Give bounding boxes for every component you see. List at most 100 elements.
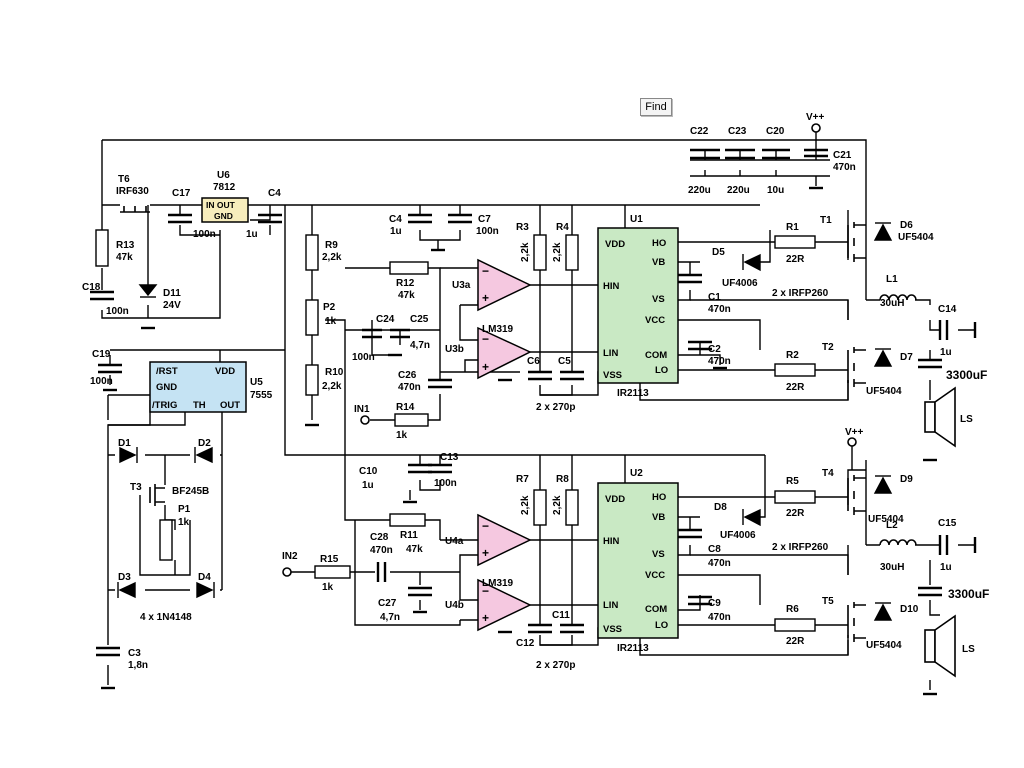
svg-text:/RST: /RST (156, 366, 178, 377)
svg-text:100n: 100n (193, 229, 216, 240)
svg-text:1k: 1k (322, 582, 334, 593)
terminals (282, 123, 857, 577)
svg-text:OUT: OUT (220, 400, 240, 411)
svg-text:C26: C26 (398, 370, 417, 381)
svg-text:1u: 1u (362, 480, 374, 491)
ground-symbols (99, 186, 939, 696)
u6-value: 7812 (213, 182, 236, 193)
svg-text:C20: C20 (766, 126, 785, 137)
svg-text:COM: COM (645, 604, 667, 615)
comparator-u3b: −+ (477, 326, 532, 380)
svg-text:VB: VB (652, 512, 665, 523)
svg-text:D1: D1 (118, 438, 131, 449)
svg-text:2,2k: 2,2k (322, 252, 342, 263)
svg-text:R3: R3 (516, 222, 529, 233)
svg-text:4,7n: 4,7n (380, 612, 400, 623)
svg-text:LIN: LIN (603, 348, 618, 359)
svg-text:D11: D11 (163, 288, 181, 299)
svg-text:C12: C12 (516, 638, 535, 649)
svg-text:C27: C27 (378, 598, 397, 609)
svg-text:VDD: VDD (605, 494, 625, 505)
driver-ic-u2: VDD HO VB HIN VS VCC LIN COM VSS LO (597, 482, 679, 639)
svg-text:C25: C25 (410, 314, 429, 325)
u4b-label: U4b (445, 600, 464, 611)
svg-text:UF5404: UF5404 (868, 514, 904, 525)
svg-text:GND: GND (214, 211, 233, 221)
lm319b-label: LM319 (482, 578, 514, 589)
svg-text:1u: 1u (940, 347, 952, 358)
u1-value: IR2113 (617, 388, 649, 399)
vpp-label-2: V++ (845, 427, 864, 438)
svg-text:30uH: 30uH (880, 562, 904, 573)
svg-text:470n: 470n (370, 545, 393, 556)
resistor-bodies (95, 229, 816, 632)
svg-text:C24: C24 (376, 314, 395, 325)
svg-text:2 x 270p: 2 x 270p (536, 660, 575, 671)
svg-text:C23: C23 (728, 126, 747, 137)
svg-text:2,2k: 2,2k (322, 381, 342, 392)
find-button[interactable]: Find (640, 98, 672, 116)
svg-text:C4: C4 (389, 214, 402, 225)
svg-text:+: + (482, 546, 489, 560)
svg-text:VSS: VSS (603, 624, 622, 635)
u5-label: U5 (250, 377, 263, 388)
svg-text:2,2k: 2,2k (552, 242, 563, 262)
wires (101, 130, 975, 690)
u1-label: U1 (630, 214, 643, 225)
svg-text:R15: R15 (320, 554, 339, 565)
svg-text:LS: LS (960, 414, 973, 425)
svg-text:LS: LS (962, 644, 975, 655)
svg-text:+: + (482, 611, 489, 625)
svg-text:IN2: IN2 (282, 551, 298, 562)
svg-text:R1: R1 (786, 222, 799, 233)
comparator-u4b: −+ (477, 578, 532, 632)
u2-value: IR2113 (617, 643, 649, 654)
svg-text:HIN: HIN (603, 281, 620, 292)
svg-text:COM: COM (645, 350, 667, 361)
svg-text:VDD: VDD (215, 366, 235, 377)
svg-text:C1: C1 (708, 292, 721, 303)
svg-text:T5: T5 (822, 596, 834, 607)
svg-text:22R: 22R (786, 382, 805, 393)
svg-text:T1: T1 (820, 215, 832, 226)
svg-text:GND: GND (156, 382, 177, 393)
svg-text:22R: 22R (786, 636, 805, 647)
u2-label: U2 (630, 468, 643, 479)
regulator-u6: IN OUT GND (201, 197, 249, 223)
svg-text:2,2k: 2,2k (552, 495, 563, 515)
capacitor-plates (90, 148, 949, 657)
svg-text:47k: 47k (116, 252, 133, 263)
svg-text:C18: C18 (82, 282, 101, 293)
svg-text:470n: 470n (833, 162, 856, 173)
svg-text:C2: C2 (708, 344, 721, 355)
comparator-u3a: −+ (477, 258, 532, 312)
svg-text:C6: C6 (527, 356, 540, 367)
svg-text:220u: 220u (688, 185, 711, 196)
svg-text:IN1: IN1 (354, 404, 370, 415)
svg-text:IN OUT: IN OUT (206, 200, 236, 210)
svg-text:R7: R7 (516, 474, 529, 485)
svg-text:HO: HO (652, 238, 666, 249)
svg-text:1k: 1k (396, 430, 408, 441)
u5-value: 7555 (250, 390, 273, 401)
svg-text:C5: C5 (558, 356, 571, 367)
svg-text:C4: C4 (268, 188, 281, 199)
svg-text:C19: C19 (92, 349, 111, 360)
svg-text:100n: 100n (106, 306, 129, 317)
svg-text:220u: 220u (727, 185, 750, 196)
svg-text:VDD: VDD (605, 239, 625, 250)
svg-text:−: − (482, 264, 489, 278)
svg-text:R5: R5 (786, 476, 799, 487)
svg-text:D3: D3 (118, 572, 131, 583)
svg-text:UF4006: UF4006 (722, 278, 758, 289)
lm319a-label: LM319 (482, 324, 514, 335)
svg-text:R6: R6 (786, 604, 799, 615)
svg-text:22R: 22R (786, 254, 805, 265)
svg-text:D5: D5 (712, 247, 725, 258)
svg-text:C7: C7 (478, 214, 491, 225)
vpp-label-1: V++ (806, 112, 825, 123)
svg-text:R14: R14 (396, 402, 415, 413)
svg-text:10u: 10u (767, 185, 784, 196)
svg-text:C9: C9 (708, 598, 721, 609)
